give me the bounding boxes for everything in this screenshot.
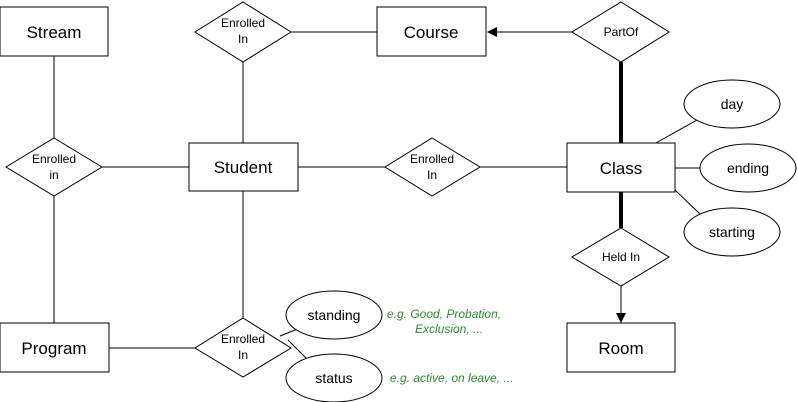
entity-student[interactable]: Student: [188, 142, 299, 192]
attribute-status-label: status: [315, 370, 352, 386]
rel-enrolled-in-class-line1: Enrolled: [410, 152, 454, 166]
attribute-day[interactable]: day: [683, 79, 781, 129]
rel-part-of-label: PartOf: [604, 25, 639, 39]
relationship-held-in[interactable]: Held In: [571, 227, 670, 287]
notes: e.g. Good, Probation, Exclusion, ... e.g…: [387, 307, 513, 385]
relationship-enrolled-in-program[interactable]: Enrolled In: [194, 317, 292, 378]
entity-program-label: Program: [21, 339, 86, 358]
note-standing-line1: e.g. Good, Probation,: [387, 307, 501, 321]
entity-class[interactable]: Class: [566, 142, 676, 193]
entity-student-label: Student: [214, 158, 273, 177]
rel-held-in-label: Held In: [602, 250, 640, 264]
edge-class-starting: [674, 189, 701, 215]
entity-class-label: Class: [600, 159, 643, 178]
edge-class-day: [653, 119, 698, 145]
note-status: e.g. active, on leave, ...: [390, 371, 513, 385]
attribute-day-label: day: [721, 96, 744, 112]
attribute-ending-label: ending: [727, 160, 769, 176]
entity-room[interactable]: Room: [566, 322, 676, 373]
rel-enrolled-in-program-line1: Enrolled: [221, 332, 265, 346]
attribute-starting[interactable]: starting: [683, 207, 781, 257]
entity-course[interactable]: Course: [376, 6, 487, 57]
attribute-ending[interactable]: ending: [699, 143, 797, 193]
attribute-standing-label: standing: [308, 307, 361, 323]
entity-stream-label: Stream: [27, 23, 82, 42]
edge-rel-status: [287, 339, 309, 361]
entity-course-label: Course: [404, 23, 459, 42]
rel-enrolled-in-class-line2: In: [427, 168, 437, 182]
attribute-starting-label: starting: [709, 224, 755, 240]
entity-stream[interactable]: Stream: [0, 6, 109, 57]
attribute-status[interactable]: status: [285, 353, 383, 402]
attribute-standing[interactable]: standing: [285, 290, 383, 340]
rel-enrolled-in-program-line2: In: [238, 348, 248, 362]
entity-room-label: Room: [598, 339, 643, 358]
rel-enrolled-in-stream-line1: Enrolled: [32, 152, 76, 166]
relationship-enrolled-in-stream[interactable]: Enrolled in: [5, 137, 103, 197]
rel-enrolled-in-course-line2: In: [238, 32, 248, 46]
rel-enrolled-in-stream-line2: in: [49, 168, 58, 182]
relationship-part-of[interactable]: PartOf: [571, 1, 670, 63]
connectors: [53, 27, 701, 361]
relationship-enrolled-in-class[interactable]: Enrolled In: [384, 137, 481, 197]
rel-enrolled-in-course-line1: Enrolled: [221, 16, 265, 30]
entity-program[interactable]: Program: [0, 322, 110, 373]
relationship-enrolled-in-course[interactable]: Enrolled In: [194, 1, 292, 63]
note-standing-line2: Exclusion, ...: [415, 322, 483, 336]
